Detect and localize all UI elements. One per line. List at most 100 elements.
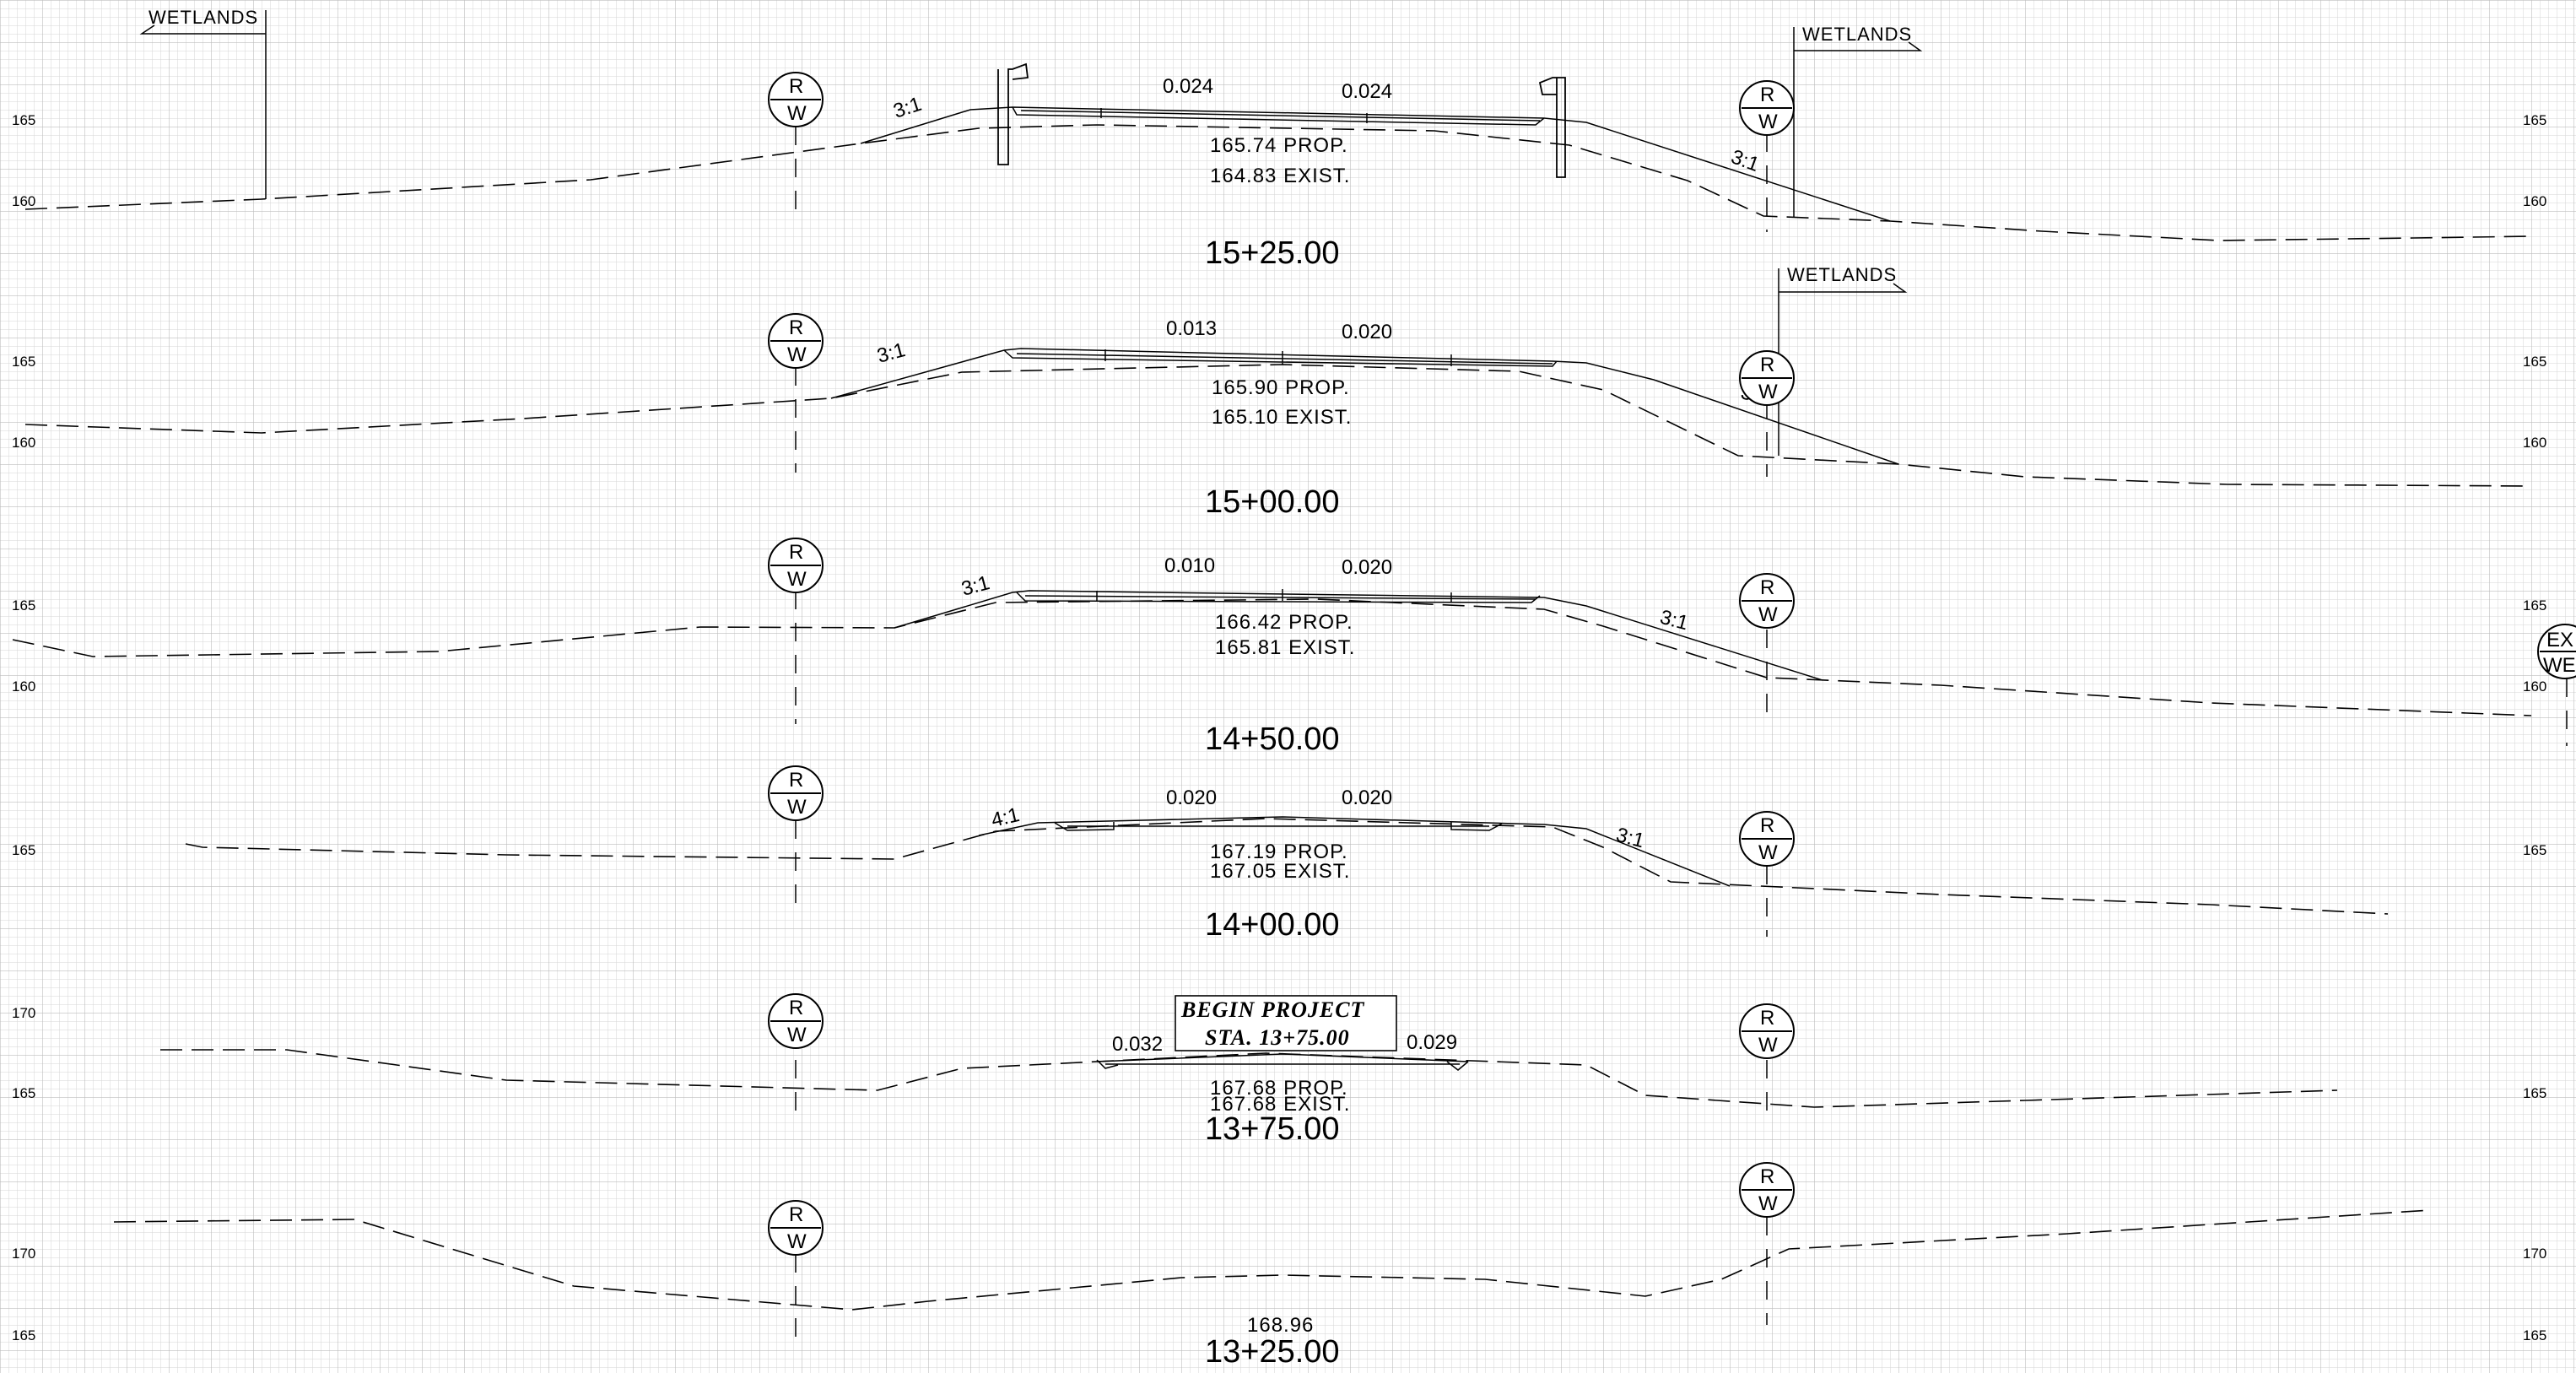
cross-slope-left: 0.032	[1112, 1033, 1163, 1056]
svg-text:W: W	[787, 102, 807, 125]
station-label: 14+50.00	[1205, 722, 1340, 757]
wetlands-label: WETLANDS	[1787, 264, 1897, 285]
elev-label-left: 165	[12, 597, 35, 614]
proposed-grade-line	[1096, 1053, 1469, 1062]
svg-text:R: R	[789, 75, 803, 98]
elev-label-left: 170	[12, 1246, 35, 1262]
wetlands-label: WETLANDS	[1802, 24, 1912, 45]
pavement-layer	[1054, 822, 1503, 831]
proposed-elevation: 166.42 PROP.	[1215, 611, 1353, 634]
rw-symbol-right: R W	[1739, 1003, 1795, 1059]
rw-symbol-right: R W	[1739, 80, 1795, 136]
cross-slope-left: 0.010	[1164, 554, 1215, 577]
rw-symbol-left: R W	[768, 993, 824, 1049]
elev-label-left: 165	[12, 842, 35, 858]
cross-slope-right: 0.029	[1407, 1031, 1457, 1054]
wetlands-flag-left: WETLANDS	[139, 7, 267, 199]
guardrail-post-left	[997, 62, 1029, 165]
elev-label-left: 165	[12, 1085, 35, 1101]
wetlands-flag-right: WETLANDS	[1778, 264, 1908, 456]
elev-label-left: 160	[12, 678, 35, 695]
existing-elevation: 165.10 EXIST.	[1212, 406, 1352, 429]
svg-text:R: R	[789, 541, 803, 564]
svg-text:W: W	[787, 568, 807, 591]
svg-text:R: R	[789, 769, 803, 792]
elev-label-left: 165	[12, 354, 35, 370]
begin-project-label: BEGIN PROJECT	[1180, 997, 1365, 1022]
edge-match-symbol: EX WE	[2537, 624, 2576, 746]
station-label: 15+00.00	[1205, 484, 1340, 520]
elev-label-right: 165	[2523, 1085, 2546, 1101]
elev-label-right: 165	[2523, 597, 2546, 614]
station-label: 13+75.00	[1205, 1111, 1340, 1147]
section-13-25: 170 165 170 165 168.96 13+25.00 R W R W	[12, 1162, 2546, 1370]
rw-symbol-right: R W	[1739, 1162, 1795, 1218]
rw-symbol-right: R W	[1739, 811, 1795, 867]
elev-label-right: 160	[2523, 678, 2546, 695]
cross-slope-left: 0.024	[1163, 75, 1213, 98]
proposed-elevation: 167.19 PROP.	[1210, 841, 1348, 863]
existing-ground-line	[24, 124, 2532, 241]
elev-label-right: 160	[2523, 435, 2546, 451]
center-elevation: 168.96	[1247, 1314, 1314, 1337]
cross-slope-right: 0.020	[1342, 787, 1392, 809]
elev-label-right: 160	[2523, 193, 2546, 209]
proposed-elevation: 165.90 PROP.	[1212, 376, 1350, 399]
elev-label-right: 165	[2523, 354, 2546, 370]
cross-slope-left: 0.020	[1166, 787, 1217, 809]
section-13-75: 170 165 165 BEGIN PROJECT STA. 13+75.00 …	[12, 993, 2546, 1147]
guardrail-post-right	[1538, 77, 1566, 178]
rw-symbol-right: R W	[1739, 573, 1795, 629]
svg-text:W: W	[787, 343, 807, 366]
elev-label-left: 160	[12, 435, 35, 451]
proposed-elevation: 165.74 PROP.	[1210, 134, 1348, 157]
existing-ground-line	[12, 598, 2532, 716]
section-15-00: 165 160 165 160 0.013 0.020 3:1 3:1 165.…	[12, 264, 2546, 520]
section-15-25: 165 160 165 160 0.024 0.024 3:1 3:1 165.…	[12, 7, 2546, 271]
existing-elevation: 167.68 EXIST.	[1210, 1093, 1350, 1116]
station-label: 14+00.00	[1205, 907, 1340, 943]
svg-text:WE: WE	[2543, 654, 2576, 677]
proposed-grade-line	[894, 590, 1823, 681]
svg-text:R: R	[1760, 1007, 1774, 1030]
elev-label-left: 165	[12, 1327, 35, 1343]
existing-elevation: 164.83 EXIST.	[1210, 165, 1350, 187]
cross-slope-left: 0.013	[1166, 317, 1217, 340]
wetlands-label: WETLANDS	[149, 7, 258, 28]
proposed-grade-line	[860, 106, 1891, 222]
svg-text:R: R	[1760, 576, 1774, 599]
rw-symbol-left: R W	[768, 72, 824, 127]
svg-text:R: R	[789, 1203, 803, 1226]
pavement-layer	[1016, 589, 1541, 603]
rw-symbol-left: R W	[768, 538, 824, 593]
svg-text:W: W	[787, 1230, 807, 1253]
elev-label-right: 165	[2523, 112, 2546, 128]
cross-slope-right: 0.020	[1342, 556, 1392, 579]
station-label: 15+25.00	[1205, 235, 1340, 271]
existing-ground-line	[185, 818, 2389, 915]
svg-text:EX: EX	[2546, 629, 2573, 651]
cross-slope-right: 0.020	[1342, 321, 1392, 343]
svg-text:R: R	[1760, 1165, 1774, 1188]
cross-slope-right: 0.024	[1342, 80, 1392, 103]
svg-text:W: W	[787, 1024, 807, 1046]
svg-text:W: W	[1758, 1192, 1778, 1215]
proposed-elevation: 167.68 PROP.	[1210, 1077, 1348, 1100]
rw-symbol-right: R W	[1739, 350, 1795, 406]
svg-text:W: W	[1758, 603, 1778, 626]
existing-elevation: 165.81 EXIST.	[1215, 636, 1355, 659]
section-14-00: 165 165 0.020 0.020 4:1 3:1 167.19 PROP.…	[12, 765, 2546, 943]
section-14-50: 165 160 165 160 0.010 0.020 3:1 3:1 166.…	[12, 538, 2576, 757]
rw-symbol-left: R W	[768, 765, 824, 821]
rw-symbol-left: R W	[768, 1200, 824, 1256]
svg-text:R: R	[1760, 84, 1774, 106]
svg-text:W: W	[1758, 841, 1778, 864]
elev-label-right: 165	[2523, 1327, 2546, 1343]
pavement-layer	[1096, 1059, 1469, 1071]
rw-symbol-left: R W	[768, 313, 824, 369]
pavement-layer	[1012, 106, 1545, 126]
existing-ground-line	[160, 1049, 2338, 1108]
svg-text:R: R	[789, 997, 803, 1019]
